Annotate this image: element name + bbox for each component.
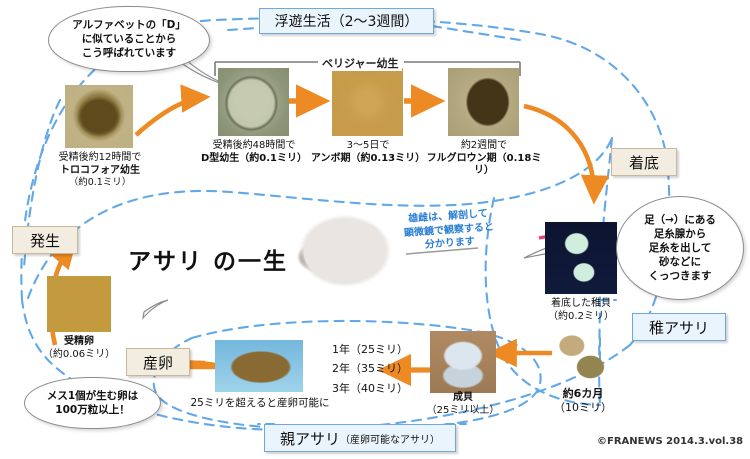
balloon-text: 足（→）にある 足糸腺から 足糸を出して 砂などに くっつきます [644, 213, 716, 283]
caption-line2: （約0.06ミリ） [42, 348, 116, 360]
caption-fertilized-egg: 受精卵 （約0.06ミリ） [29, 336, 129, 361]
photo-inner [430, 331, 496, 393]
photo-six-month [552, 330, 614, 386]
stage-label-text: 稚アサリ [648, 318, 709, 337]
photo-inner [215, 340, 303, 392]
caption-line2: （約0.2ミリ） [548, 310, 614, 322]
caption-fullgrown: 約2週間で フルグロウン期（0.18ミリ） [420, 140, 548, 178]
caption-line1: 25ミリを超えると産卵可能に [190, 397, 330, 409]
stage-label-text: 着底 [628, 153, 659, 172]
caption-line2: （25ミリ以上） [426, 404, 500, 416]
stage-label-settlement[interactable]: 着底 [611, 148, 677, 176]
stage-label-development[interactable]: 発生 [12, 226, 78, 254]
stage-label-spawning[interactable]: 産卵 [126, 348, 190, 376]
balloon-d-shape: アルファベットの「D」 に似ていることから こう呼ばれています [48, 6, 210, 72]
caption-line1: 成貝 [453, 392, 473, 403]
caption-settled-spat: 着底した稚貝 （約0.2ミリ） [521, 298, 641, 323]
growth-row: 2年（35ミリ） [332, 362, 408, 376]
photo-inner [332, 68, 403, 136]
balloon-eggs: メス1個が生む卵は 100万粒以上！ [24, 377, 161, 429]
stage-label-text: 発生 [29, 231, 60, 250]
photo-trochophore [65, 85, 133, 148]
photo-umbo [332, 68, 403, 136]
caption-line1: 約2週間で [460, 140, 508, 151]
caption-line2: アンボ期（約0.13ミリ） [310, 152, 426, 164]
photo-inner [448, 68, 519, 136]
growth-row: 3年（40ミリ） [332, 381, 408, 395]
stage-label-subtext: （産卵可能なアサリ） [340, 434, 440, 446]
blue-note-text: 雄雌は、解剖して 顕微鏡で観察すると 分かります [403, 208, 495, 251]
caption-line1: 受精卵 [64, 336, 94, 347]
caption-line2: フルグロウン期（0.18ミリ） [426, 152, 542, 177]
caption-line1: 着底した稚貝 [551, 298, 611, 309]
caption-line2: D型幼生（約0.1ミリ） [200, 152, 307, 164]
photo-settled-spat [545, 222, 617, 294]
stage-label-planktonic[interactable]: 浮遊生活（2～3週間） [259, 8, 434, 34]
photo-inner [218, 68, 289, 136]
photo-inner [285, 200, 405, 298]
caption-six-month: 約6カ月 （10ミリ） [533, 387, 633, 415]
veliger-label-text: ベリジャー幼生 [322, 57, 399, 70]
caption-line1: 受精後約12時間で [58, 152, 142, 163]
growth-row: 1年（25ミリ） [332, 343, 408, 356]
balloon-text: アルファベットの「D」 に似ていることから こう呼ばれています [72, 18, 186, 60]
photo-spawning-clam [215, 340, 303, 392]
photo-inner [552, 330, 614, 386]
caption-trochophore: 受精後約12時間で トロコフォア幼生 （約0.1ミリ） [32, 152, 168, 189]
photo-adult-clam [430, 331, 496, 393]
caption-spawning-clam: 25ミリを超えると産卵可能に [180, 397, 340, 410]
caption-line2: トロコフォア幼生 [60, 164, 140, 176]
stage-label-text: 産卵 [142, 353, 173, 372]
photo-d-larva [218, 68, 289, 136]
photo-inner [65, 85, 133, 148]
caption-line1: 約6カ月 [562, 387, 604, 400]
photo-fullgrown [448, 68, 519, 136]
credit-line: ©FRANEWS 2014.3.vol.38 [597, 436, 743, 447]
caption-line1: 受精後約48時間で [212, 140, 296, 151]
credit-text: ©FRANEWS 2014.3.vol.38 [597, 436, 744, 447]
page-title-text: アサリ の一生 [128, 249, 289, 275]
stage-label-adult[interactable]: 親アサリ（産卵可能なアサリ） [264, 424, 456, 452]
blue-note-sex-determination: 雄雌は、解剖して 顕微鏡で観察すると 分かります [395, 206, 504, 254]
growth-age-list: 1年（25ミリ） 2年（35ミリ） 3年（40ミリ） [332, 340, 408, 398]
caption-line2: （10ミリ） [554, 400, 612, 414]
balloon-byssus: 足（→）にある 足糸腺から 足糸を出して 砂などに くっつきます [616, 196, 744, 300]
stage-label-text: 浮遊生活（2～3週間） [274, 14, 419, 30]
veliger-bracket-label: ベリジャー幼生 [318, 55, 403, 71]
stage-label-juvenile[interactable]: 稚アサリ [632, 313, 726, 341]
photo-fertilized-egg [47, 276, 111, 332]
photo-inner [545, 222, 617, 294]
photo-hero-shell [285, 200, 405, 298]
caption-d-larva: 受精後約48時間で D型幼生（約0.1ミリ） [196, 140, 312, 165]
page-title: アサリ の一生 [128, 242, 288, 276]
caption-line1: 3～5日で [346, 140, 390, 151]
balloon-text: メス1個が生む卵は 100万粒以上！ [46, 389, 139, 416]
stage-label-text: 親アサリ [279, 429, 340, 448]
caption-umbo: 3～5日で アンボ期（約0.13ミリ） [308, 140, 428, 165]
photo-inner [47, 276, 111, 332]
caption-line3: （約0.1ミリ） [68, 177, 132, 188]
caption-adult-clam: 成貝 （25ミリ以上） [413, 392, 513, 417]
